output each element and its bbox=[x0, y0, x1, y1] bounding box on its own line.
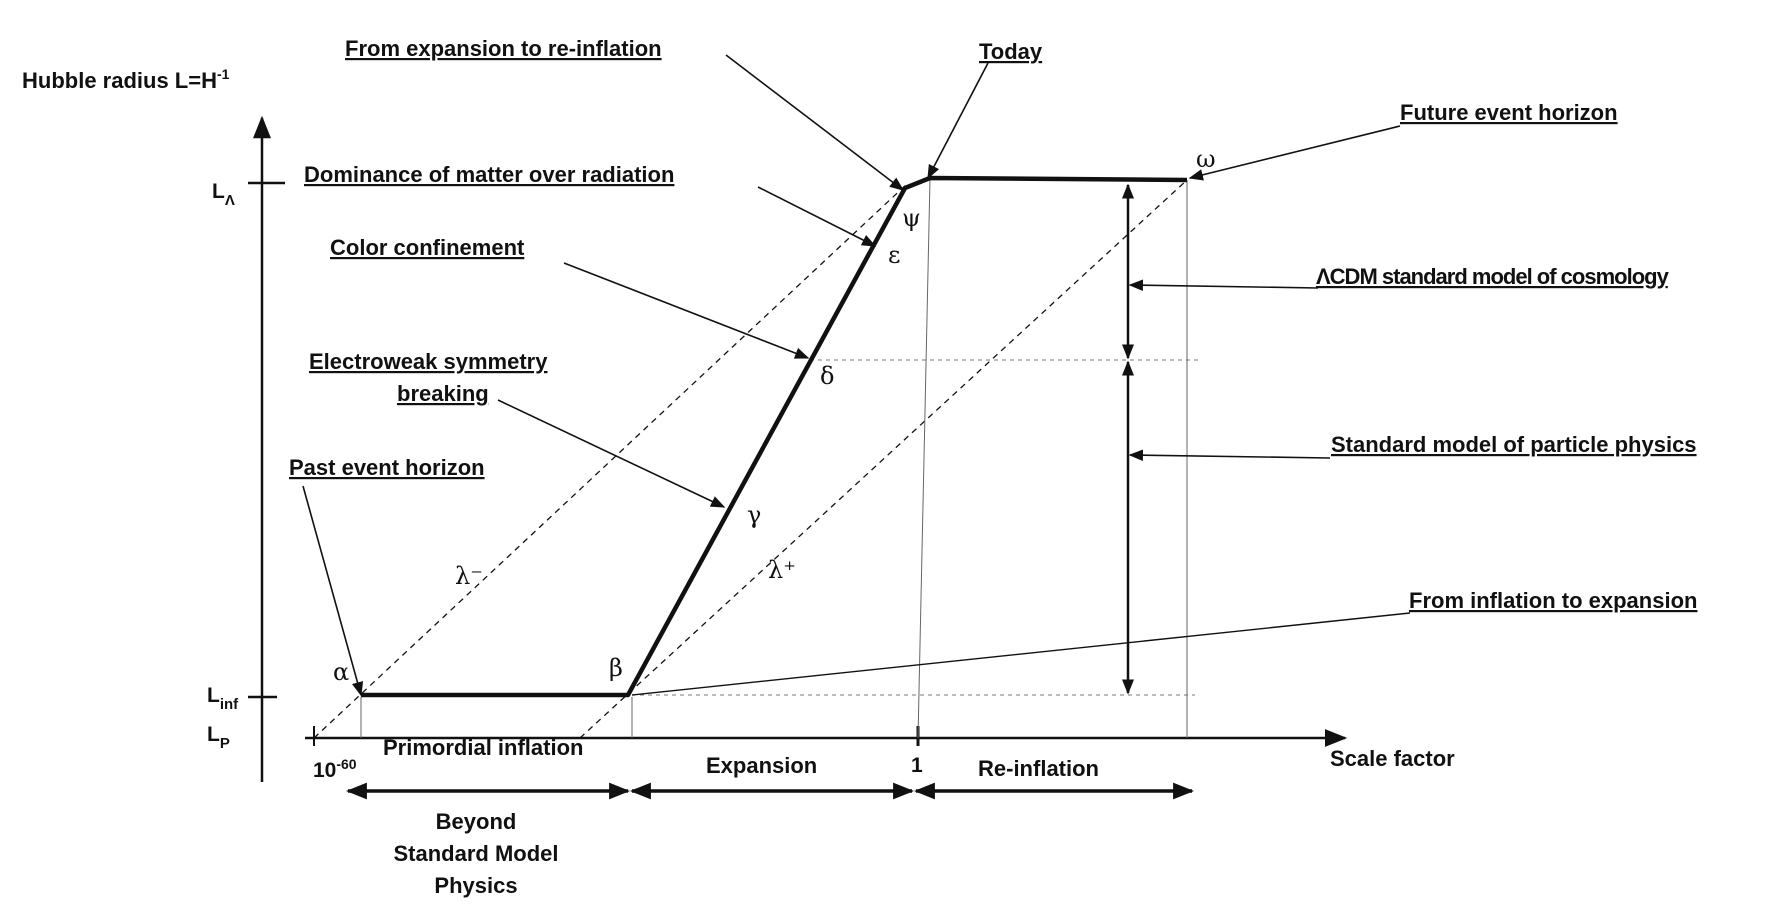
era-label-beyond-1: Beyond bbox=[436, 809, 517, 834]
point-gamma: γ bbox=[747, 501, 761, 529]
point-lambda-plus: λ⁺ bbox=[768, 556, 796, 584]
pointer-today bbox=[927, 62, 989, 180]
pointer-electroweak bbox=[497, 399, 726, 508]
tick-label-l-inf: Linf bbox=[207, 684, 239, 713]
era-label-expansion: Expansion bbox=[706, 753, 817, 778]
pointer-lcdm bbox=[1128, 279, 1319, 291]
label-expansion-to-reinflation: From expansion to re-inflation bbox=[345, 36, 662, 61]
label-color-confinement: Color confinement bbox=[330, 235, 525, 260]
pointer-expansion-to-reinflation bbox=[725, 54, 905, 191]
era-label-primordial: Primordial inflation bbox=[383, 735, 583, 760]
pointer-past-horizon bbox=[302, 485, 364, 697]
point-beta: β bbox=[609, 654, 623, 682]
pointer-future-horizon bbox=[1188, 125, 1401, 181]
tick-label-x-one: 1 bbox=[911, 754, 923, 777]
label-past-horizon: Past event horizon bbox=[289, 455, 485, 480]
tick-label-x-start: 10-60 bbox=[313, 756, 357, 782]
point-omega: ω bbox=[1196, 145, 1216, 173]
point-epsilon: ε bbox=[888, 241, 900, 269]
label-lcdm: ΛCDM standard model of cosmology bbox=[1316, 264, 1670, 289]
x-axis-label: Scale factor bbox=[1330, 746, 1455, 771]
y-axis-label: Hubble radius L=H-1 bbox=[22, 66, 230, 93]
label-particle-physics: Standard model of particle physics bbox=[1331, 432, 1697, 457]
pointer-color-confinement bbox=[563, 262, 810, 359]
label-inflation-to-expansion: From inflation to expansion bbox=[1409, 588, 1697, 613]
label-electroweak-line1: Electroweak symmetry bbox=[309, 349, 548, 374]
lambda-plus-line bbox=[579, 179, 1188, 739]
pointer-matter-dominance bbox=[757, 186, 877, 247]
label-matter-dominance: Dominance of matter over radiation bbox=[304, 162, 674, 187]
tick-label-l-lambda: LΛ bbox=[212, 180, 235, 209]
guide-today bbox=[917, 177, 931, 739]
point-psi: ψ bbox=[902, 204, 921, 232]
tick-label-l-p: LP bbox=[207, 723, 230, 752]
era-label-beyond-2: Standard Model bbox=[393, 841, 558, 866]
point-lambda-minus: λ⁻ bbox=[455, 562, 483, 590]
hubble-radius-curve bbox=[361, 175, 1188, 698]
era-label-beyond-3: Physics bbox=[434, 873, 517, 898]
label-electroweak-line2: breaking bbox=[397, 381, 489, 406]
label-future-horizon: Future event horizon bbox=[1400, 100, 1618, 125]
label-today: Today bbox=[979, 39, 1043, 64]
pointer-particle bbox=[1128, 449, 1331, 461]
point-delta: δ bbox=[820, 362, 834, 390]
era-label-reinflation: Re-inflation bbox=[978, 756, 1099, 781]
lambda-minus-line bbox=[313, 182, 909, 739]
point-alpha: α bbox=[333, 658, 349, 686]
pointer-inflation-to-expansion bbox=[631, 612, 1411, 696]
